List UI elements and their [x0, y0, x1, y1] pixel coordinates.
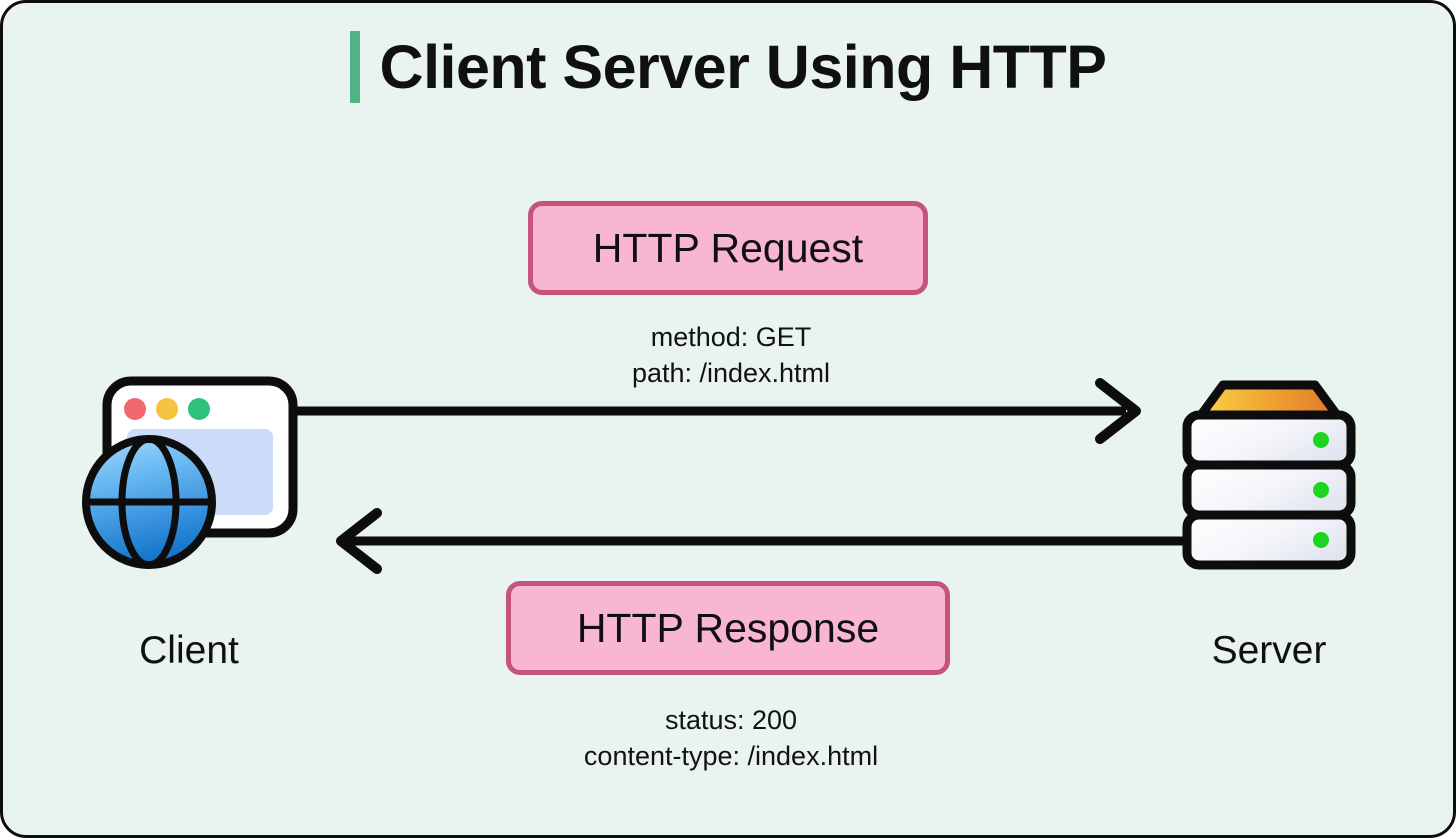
server-label: Server — [1211, 629, 1327, 672]
request-detail-method: method: GET — [650, 322, 812, 352]
response-detail-content-type: content-type: /index.html — [583, 740, 879, 771]
http-response-details: status: 200 content-type: /index.html — [3, 703, 1453, 775]
page-title: Client Server Using HTTP — [3, 31, 1453, 103]
arrow-left-icon — [336, 508, 1189, 574]
server-led-2-icon — [1313, 482, 1329, 498]
browser-window-globe-icon — [82, 376, 298, 569]
http-request-details: method: GET path: /index.html — [3, 320, 1453, 392]
server-led-3-icon — [1313, 532, 1329, 548]
red-dot-icon — [124, 398, 146, 420]
http-response-badge[interactable]: HTTP Response — [506, 581, 950, 675]
title-accent-bar — [349, 31, 360, 103]
server-rack-icon — [1182, 380, 1356, 570]
server-led-1-icon — [1313, 432, 1329, 448]
arrow-right-icon — [288, 378, 1141, 444]
yellow-dot-icon — [156, 398, 178, 420]
client-label: Client — [139, 629, 239, 672]
response-detail-status: status: 200 — [664, 705, 798, 735]
page-title-text: Client Server Using HTTP — [379, 32, 1107, 101]
globe-icon — [82, 435, 216, 569]
server-unit-3 — [1182, 510, 1356, 570]
request-detail-path: path: /index.html — [631, 357, 831, 388]
http-request-badge[interactable]: HTTP Request — [528, 201, 928, 295]
green-dot-icon — [188, 398, 210, 420]
